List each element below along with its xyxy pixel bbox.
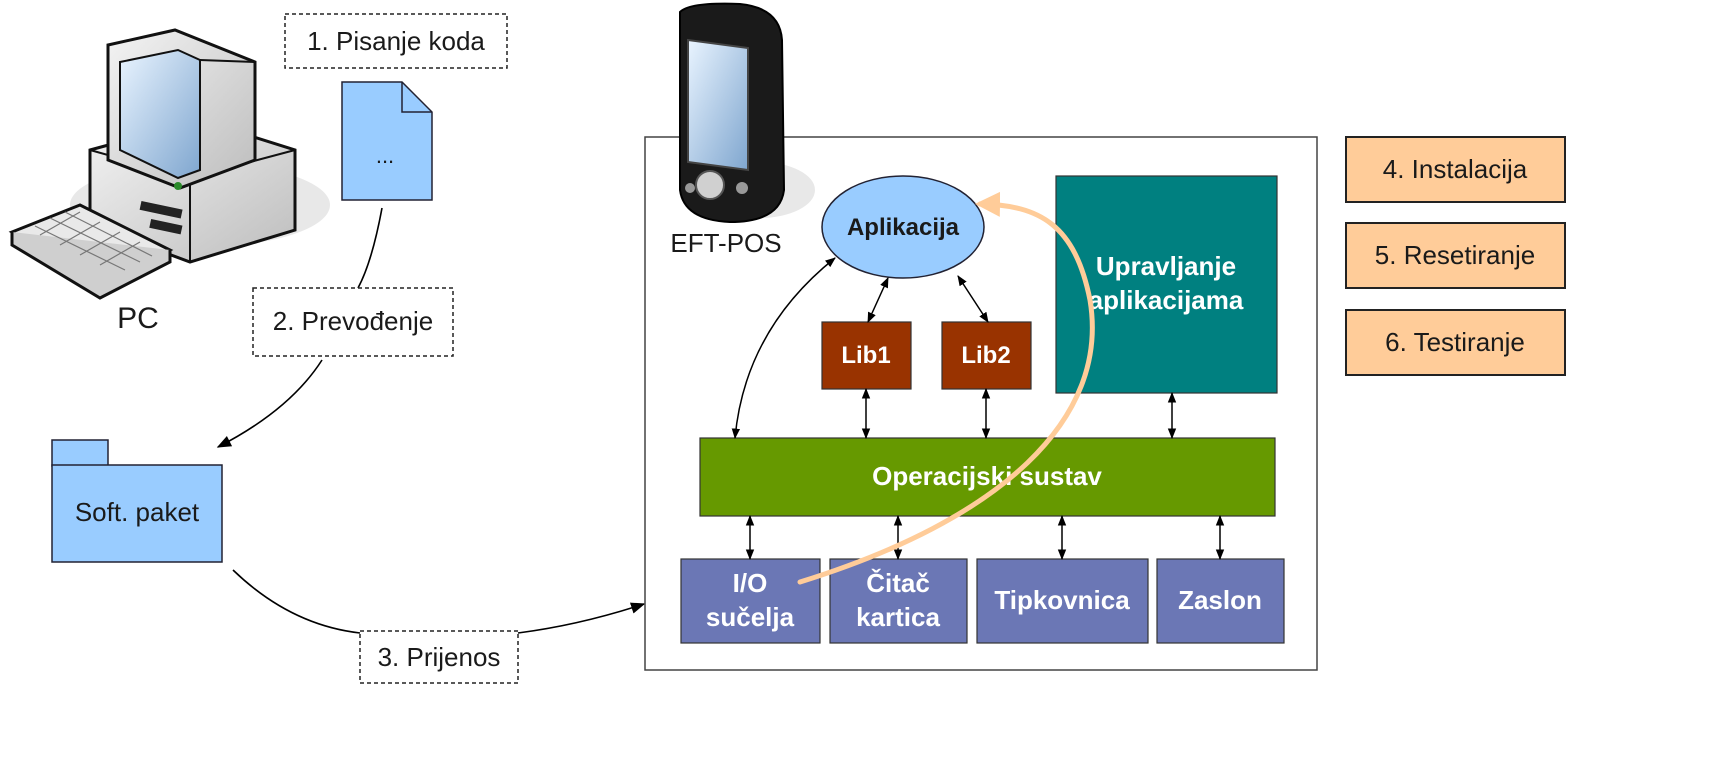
application-node (821, 175, 985, 279)
step1-label: 1. Pisanje koda (307, 26, 485, 56)
card-reader-label-1: Čitač (866, 568, 930, 598)
keyboard-box (976, 558, 1149, 644)
step6-label: 6. Testiranje (1385, 327, 1525, 357)
io-interfaces-box (680, 558, 821, 644)
eft-pos-terminal-icon (679, 2, 815, 224)
package-label: Soft. paket (75, 497, 200, 527)
arrow-compile-to-package (216, 359, 323, 448)
step3-box (359, 630, 519, 684)
io-interfaces-label-1: I/O (733, 568, 768, 598)
step1-box (284, 13, 508, 69)
application-label: Aplikacija (847, 214, 960, 241)
step2-box (252, 287, 454, 357)
step5-label: 5. Resetiranje (1375, 240, 1535, 270)
io-interfaces-label-2: sučelja (706, 602, 795, 632)
operating-system-box (699, 437, 1276, 517)
lib2-box (941, 321, 1032, 390)
arrow-transfer-to-device (517, 602, 646, 634)
lib2-label: Lib2 (961, 342, 1010, 369)
document-content: ... (376, 143, 394, 168)
app-management-label-2: aplikacijama (1089, 285, 1244, 315)
pc-label: PC (117, 302, 159, 335)
software-package-icon (51, 439, 223, 563)
step4-box (1345, 136, 1566, 203)
card-reader-box (829, 558, 968, 644)
step3-label: 3. Prijenos (378, 642, 501, 672)
operating-system-label: Operacijski sustav (872, 461, 1102, 491)
card-reader-label-2: kartica (856, 602, 940, 632)
connector-doc-to-compile (357, 207, 383, 289)
app-management-box (1055, 175, 1278, 394)
device-label: EFT-POS (670, 228, 781, 258)
keyboard-label: Tipkovnica (994, 585, 1130, 615)
step2-label: 2. Prevođenje (273, 306, 433, 336)
step6-box (1345, 309, 1566, 376)
installation-flow-arrow (797, 191, 1095, 585)
pc-icon (8, 28, 330, 300)
steps-4-6: 4. Instalacija 5. Resetiranje 6. Testira… (1345, 136, 1566, 376)
arrow-app-lib1 (867, 277, 889, 323)
arrow-app-os (731, 257, 836, 440)
step5-box (1345, 222, 1566, 289)
display-box (1156, 558, 1285, 644)
arrow-app-lib2 (957, 275, 989, 323)
lib1-label: Lib1 (841, 342, 890, 369)
display-label: Zaslon (1178, 585, 1262, 615)
app-management-label-1: Upravljanje (1096, 251, 1236, 281)
step4-label: 4. Instalacija (1383, 154, 1528, 184)
source-document-icon (341, 81, 433, 201)
connector-package-to-transfer (232, 569, 361, 634)
